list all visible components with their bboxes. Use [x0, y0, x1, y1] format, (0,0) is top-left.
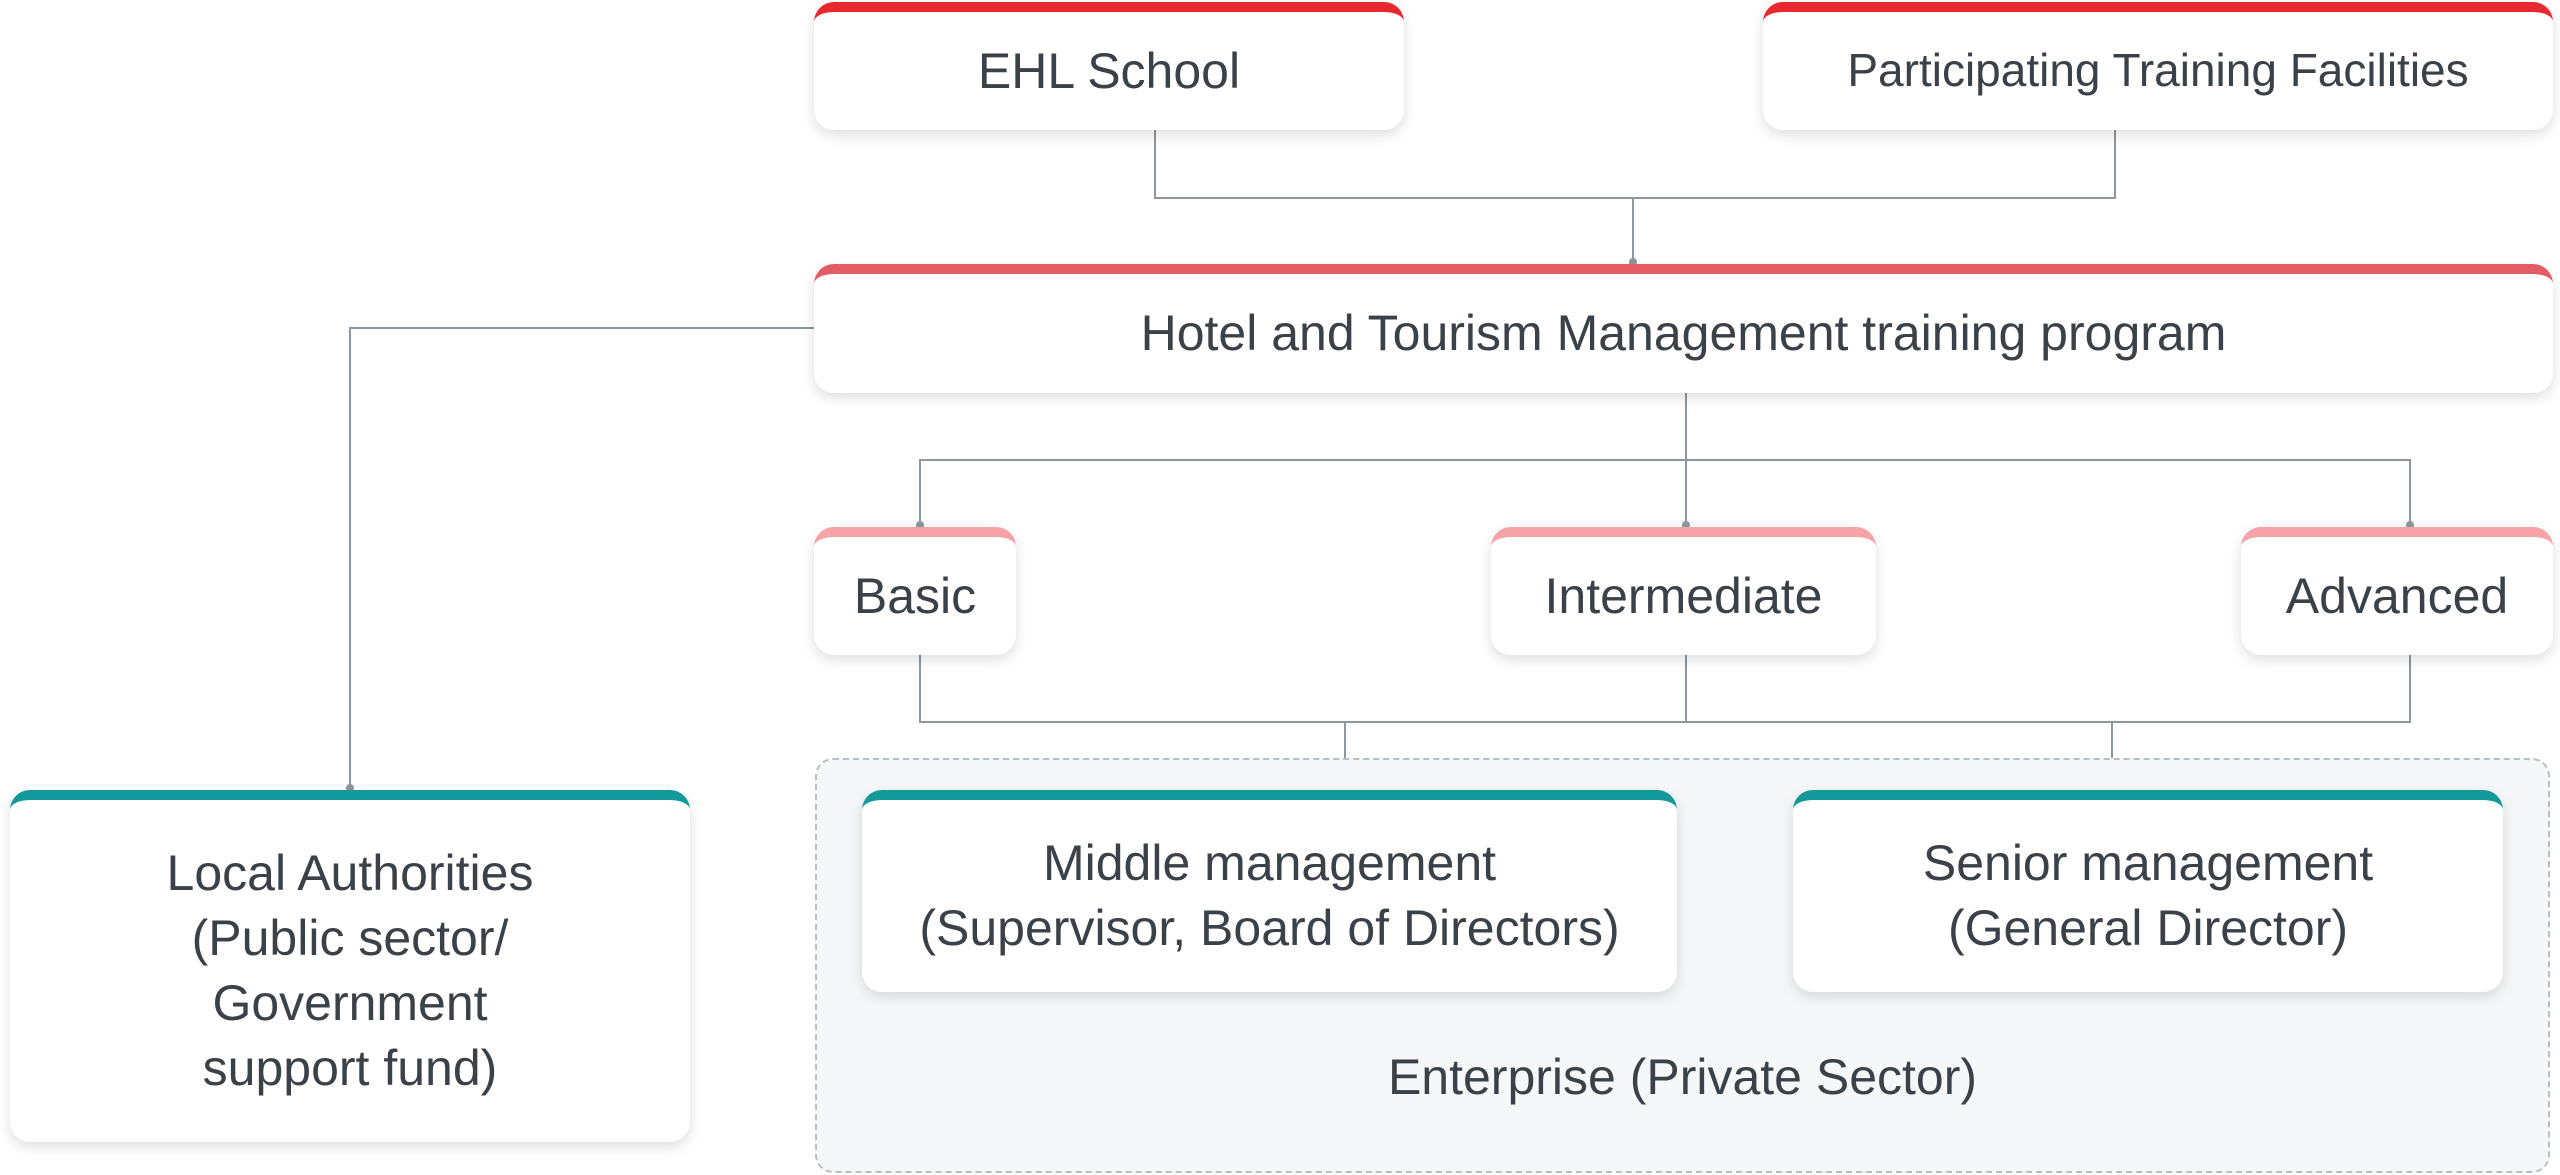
senior-management-detail: (General Director) — [1947, 900, 2349, 956]
connector-facilities-to-program — [1633, 130, 2116, 199]
training-facilities-node: Participating Training Facilities — [1763, 2, 2553, 130]
training-facilities-label: Participating Training Facilities — [1847, 44, 2469, 97]
middle-management-detail: (Supervisor, Board of Directors) — [919, 900, 1620, 956]
advanced-level-node: Advanced — [2241, 527, 2553, 655]
basic-level-label: Basic — [853, 567, 977, 624]
connector-program-to-authorities — [349, 327, 814, 788]
training-program-node: Hotel and Tourism Management training pr… — [814, 264, 2553, 393]
local-authorities-line: support fund) — [202, 1040, 498, 1096]
connector-program-to-advanced — [1686, 459, 2411, 525]
senior-management-title: Senior management — [1922, 835, 2374, 891]
connector-basic-down — [919, 655, 2411, 723]
intermediate-level-label: Intermediate — [1544, 567, 1823, 624]
connector-program-to-basic — [919, 393, 1687, 525]
local-authorities-line: Local Authorities — [166, 845, 534, 901]
enterprise-label: Enterprise (Private Sector) — [1387, 1049, 1978, 1105]
intermediate-level-node: Intermediate — [1491, 527, 1876, 655]
local-authorities-node: Local Authorities (Public sector/ Govern… — [10, 790, 690, 1142]
local-authorities-line: (Public sector/ — [191, 910, 509, 966]
connector-ehl-to-program — [1154, 130, 1634, 262]
ehl-school-node: EHL School — [814, 2, 1404, 130]
ehl-school-label: EHL School — [977, 42, 1241, 99]
middle-management-node: Middle management (Supervisor, Board of … — [862, 790, 1677, 992]
senior-management-node: Senior management (General Director) — [1793, 790, 2503, 992]
local-authorities-line: Government — [212, 975, 488, 1031]
middle-management-title: Middle management — [1042, 835, 1497, 891]
advanced-level-label: Advanced — [2285, 567, 2509, 624]
training-program-label: Hotel and Tourism Management training pr… — [1140, 305, 2227, 361]
basic-level-node: Basic — [814, 527, 1016, 655]
